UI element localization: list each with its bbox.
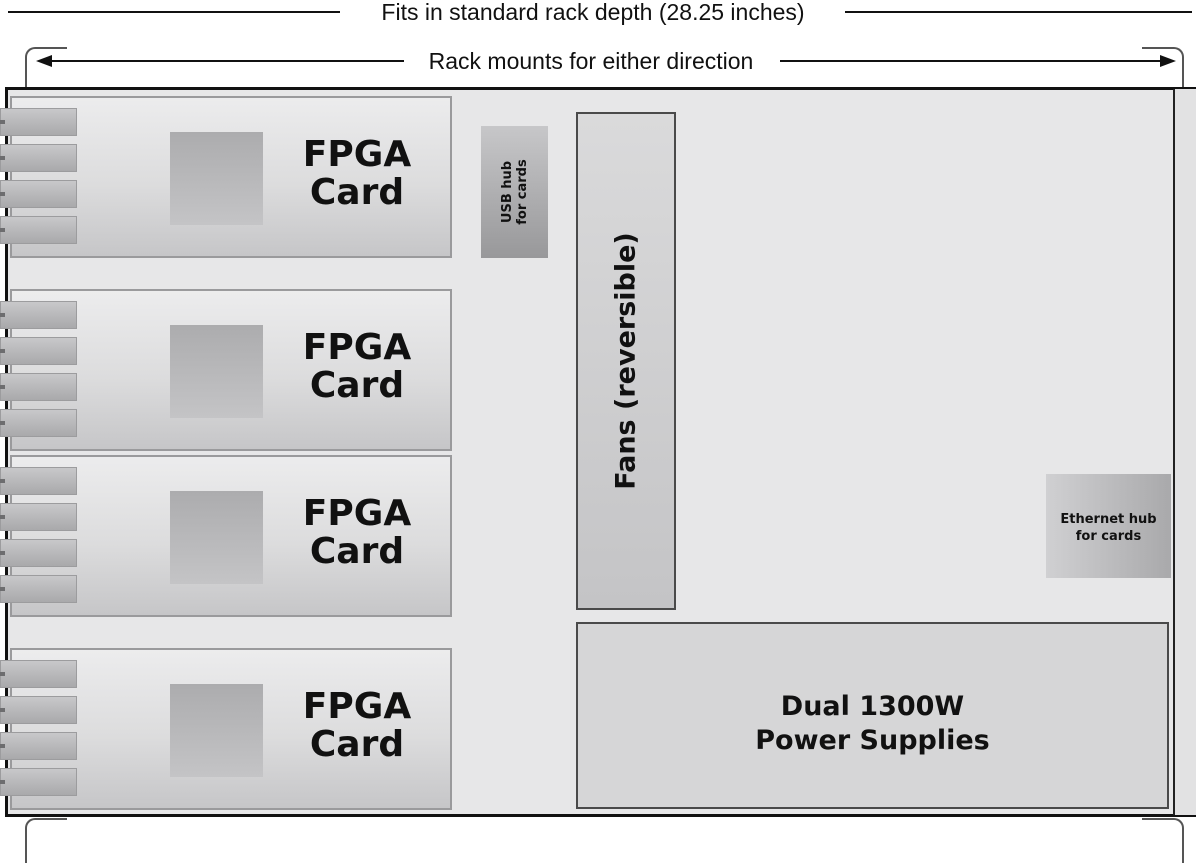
card-port-notch	[0, 515, 5, 519]
card-port-notch	[0, 672, 5, 676]
rack-dimension-label: Rack mounts for either direction	[428, 48, 754, 74]
card-port-notch	[0, 228, 5, 232]
card-port-connector	[0, 696, 77, 724]
fans-label: Fans (reversible)	[610, 232, 642, 490]
card-port-notch	[0, 385, 5, 389]
card-port-notch	[0, 587, 5, 591]
card-port-connector	[0, 144, 77, 172]
rack-arrow-left-icon	[36, 55, 52, 67]
card-port-connector	[0, 768, 77, 796]
rack-dimension-line-left	[50, 60, 404, 62]
card-port-notch	[0, 708, 5, 712]
card-port-connector	[0, 660, 77, 688]
card-port-notch	[0, 156, 5, 160]
card-port-connector	[0, 108, 77, 136]
depth-dimension-label: Fits in standard rack depth (28.25 inche…	[381, 0, 805, 25]
card-port-connector	[0, 503, 77, 531]
card-port-connector	[0, 180, 77, 208]
card-port-notch	[0, 192, 5, 196]
card-port-notch	[0, 551, 5, 555]
card-port-notch	[0, 313, 5, 317]
card-port-notch	[0, 780, 5, 784]
rack-bracket-bottom-right	[1142, 818, 1184, 863]
card-port-connector	[0, 539, 77, 567]
card-port-connector	[0, 732, 77, 760]
fans-module: Fans (reversible)	[576, 112, 676, 610]
card-port-notch	[0, 421, 5, 425]
card-port-connector	[0, 216, 77, 244]
card-port-connector	[0, 301, 77, 329]
card-port-notch	[0, 120, 5, 124]
rack-bracket-top-right	[1142, 47, 1184, 89]
card-port-notch	[0, 744, 5, 748]
card-port-connector	[0, 467, 77, 495]
depth-dimension-line-left	[8, 11, 340, 13]
fpga-chip	[170, 684, 263, 777]
card-port-connector	[0, 575, 77, 603]
fpga-chip	[170, 491, 263, 584]
card-port-notch	[0, 349, 5, 353]
rack-bracket-bottom-left	[25, 818, 67, 863]
card-port-connector	[0, 409, 77, 437]
rack-arrow-right-icon	[1160, 55, 1176, 67]
card-port-connector	[0, 373, 77, 401]
card-port-notch	[0, 479, 5, 483]
fpga-chip	[170, 132, 263, 225]
depth-dimension-line-right	[845, 11, 1192, 13]
card-port-connector	[0, 337, 77, 365]
fpga-chip	[170, 325, 263, 418]
chassis-side-rail	[1173, 89, 1196, 815]
rack-dimension-line-right	[780, 60, 1162, 62]
rack-bracket-top-left	[25, 47, 67, 89]
